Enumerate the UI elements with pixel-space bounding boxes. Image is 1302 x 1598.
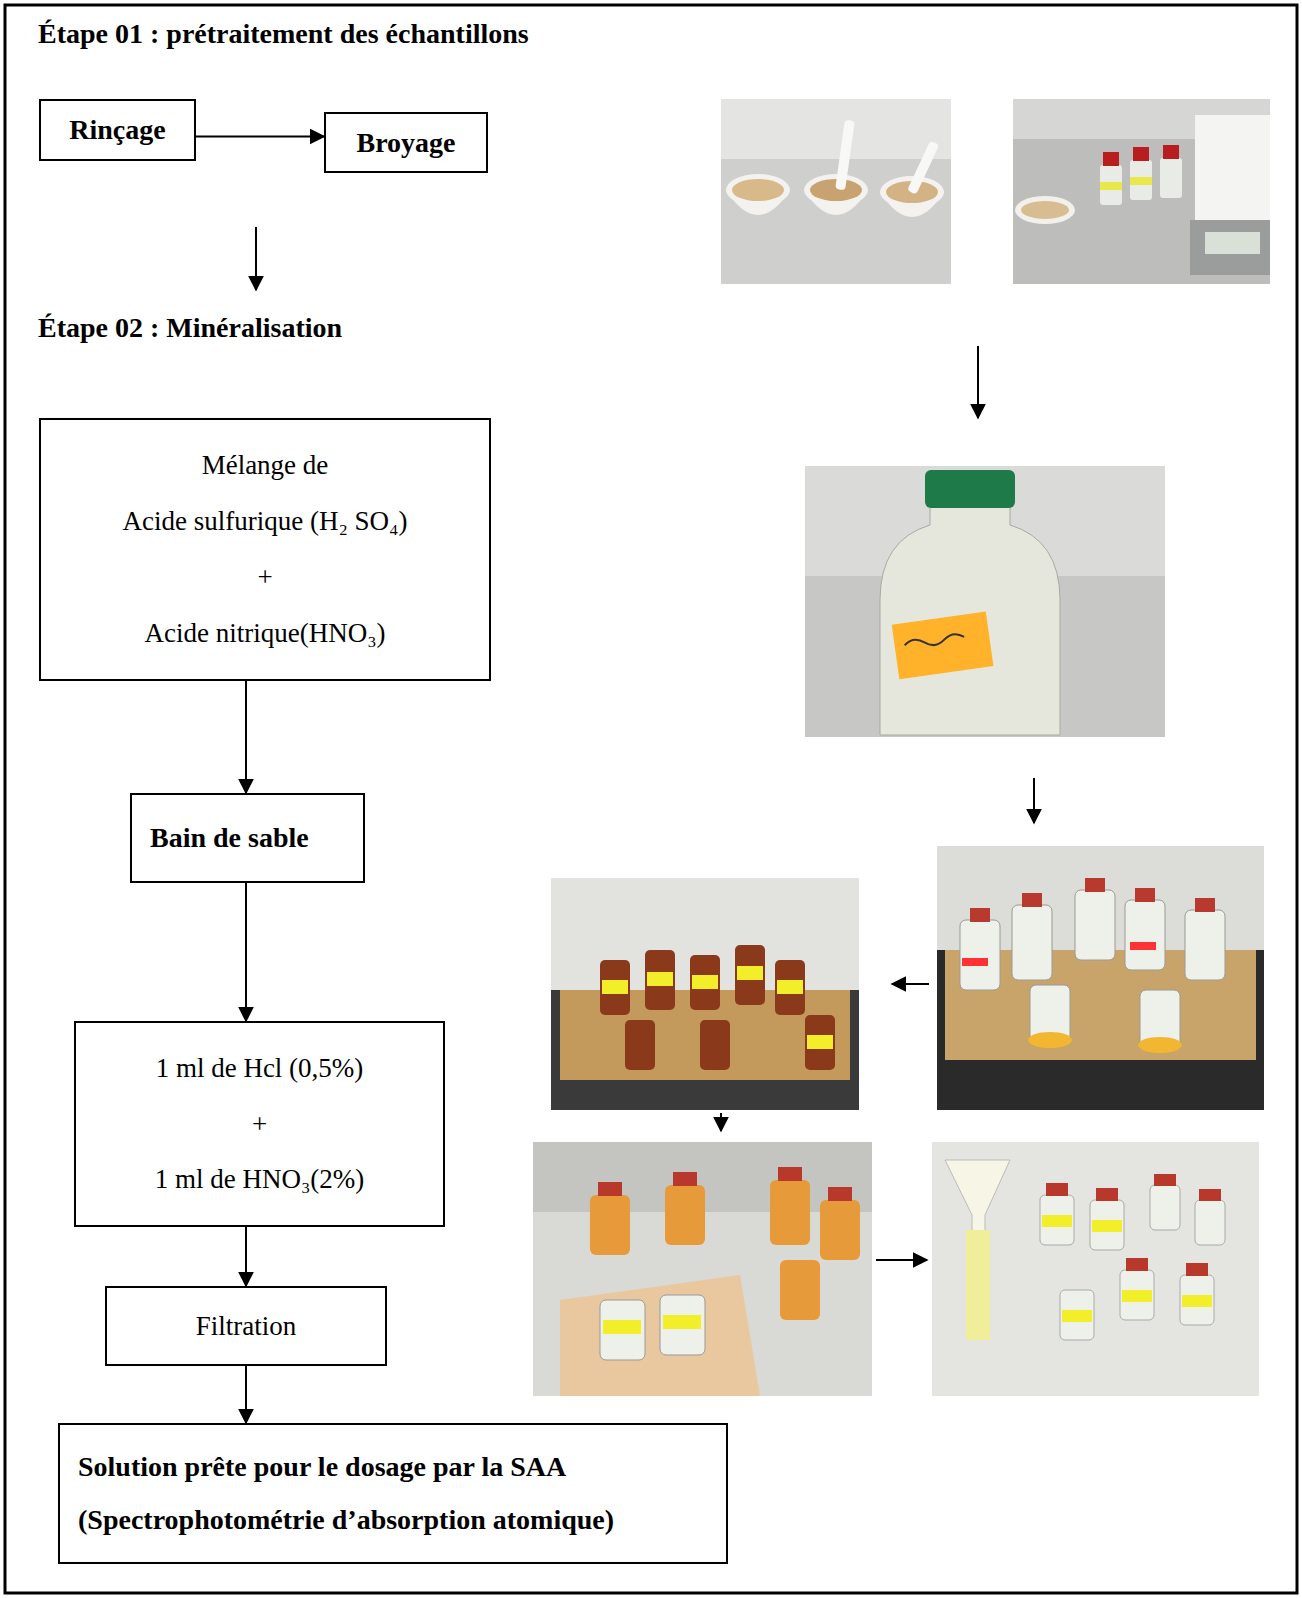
node-text: Bain de sable [150,821,345,855]
photo-acid-mixture [805,466,1165,737]
node-text: Broyage [334,126,478,160]
step-heading: Étape 02 : Minéralisation [38,312,342,344]
node-text: 1 ml de HNO₃(2%) [90,1163,429,1195]
node-text: + [55,561,475,593]
node-text: 1 ml de Hcl (0,5%) [90,1052,429,1084]
node-text: Solution prête pour le dosage par la SAA [78,1450,708,1484]
node-text: Mélange de [55,449,475,481]
node-text: (Spectrophotométrie d’absorption atomiqu… [78,1503,708,1537]
node-text: Acide nitrique(HNO₃) [55,617,475,649]
process-box: Rinçage [39,99,196,161]
reagent-box: 1 ml de Hcl (0,5%) +1 ml de HNO₃(2%) [74,1021,445,1227]
photo-digestion [551,878,859,1110]
photo-mortars [721,99,951,284]
step-heading: Étape 01 : prétraitement des échantillon… [38,18,529,50]
reagent-box: Mélange de Acide sulfurique (H₂ SO₄) + Acid… [39,418,491,681]
flow-arrow [245,1366,247,1423]
node-text: Filtration [115,1310,377,1342]
flow-arrow [245,883,247,1021]
node-text: Acide sulfurique (H₂ SO₄) [55,505,475,537]
photo-weighing [1013,99,1270,284]
node-text: Rinçage [49,113,186,147]
process-box: Filtration [105,1286,387,1366]
node-text: + [90,1108,429,1140]
photo-dilution [533,1142,872,1396]
result-box: Solution prête pour le dosage par la SAA… [58,1423,728,1564]
photo-sand-bath [937,846,1264,1110]
process-box: Bain de sable [130,793,365,883]
photo-filtration [932,1142,1259,1396]
flow-arrow [245,681,247,793]
process-box: Broyage [324,112,488,173]
flow-arrow [245,1227,247,1286]
flow-arrow [196,136,324,138]
